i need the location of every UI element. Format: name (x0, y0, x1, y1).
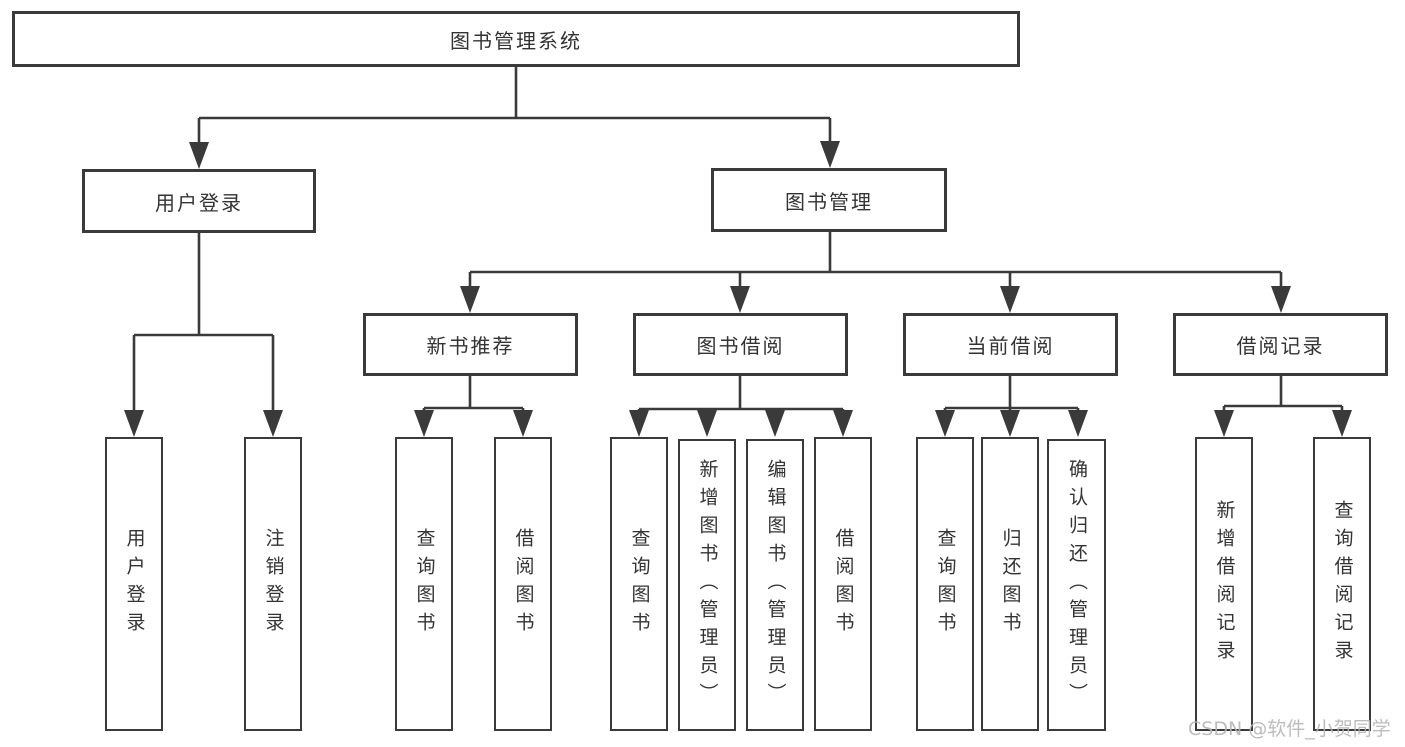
node-label: 用户登录 (155, 190, 243, 215)
node-current-borrow: 当前借阅 (903, 313, 1118, 376)
arrow-down-icon (765, 410, 785, 437)
node-label: 编辑图书（管理员） (764, 459, 787, 711)
node-leaf-borrow-book-1: 借阅图书 (494, 437, 552, 731)
node-leaf-query-book-2: 查询图书 (610, 437, 668, 731)
connector-user-login (132, 233, 275, 414)
node-label: 查询图书 (413, 528, 436, 640)
node-leaf-add-book-admin: 新增图书（管理员） (678, 439, 736, 731)
arrow-down-icon (263, 410, 283, 437)
connector-book-management (468, 232, 1283, 291)
connector-root (197, 67, 832, 146)
connector-book-borrow (637, 376, 845, 415)
node-label: 图书管理系统 (450, 28, 582, 53)
node-new-book-recommend: 新书推荐 (363, 313, 578, 376)
arrow-down-icon (730, 286, 750, 313)
node-label: 借阅图书 (832, 528, 855, 640)
node-library-management-system: 图书管理系统 (12, 11, 1020, 67)
csdn-watermark: CSDN @软件_小贺同学 (1188, 718, 1391, 740)
node-label: 新书推荐 (426, 334, 515, 358)
node-user-login: 用户登录 (82, 169, 316, 233)
arrow-down-icon (414, 410, 434, 437)
node-label: 查询借阅记录 (1331, 500, 1354, 668)
node-borrow-record: 借阅记录 (1173, 313, 1388, 376)
node-label: 查询图书 (628, 528, 651, 640)
node-leaf-return-book: 归还图书 (981, 437, 1039, 731)
arrow-down-icon (1000, 286, 1020, 313)
arrow-down-icon (1000, 410, 1020, 437)
node-label: 归还图书 (999, 528, 1022, 640)
node-leaf-user-login: 用户登录 (105, 437, 163, 731)
node-leaf-confirm-return-admin: 确认归还（管理员） (1047, 439, 1106, 731)
node-label: 借阅图书 (512, 528, 535, 640)
arrow-down-icon (629, 410, 649, 437)
arrow-down-icon (820, 141, 840, 168)
arrow-down-icon (189, 142, 209, 169)
node-label: 确认归还（管理员） (1066, 459, 1088, 711)
arrow-down-icon (833, 410, 853, 437)
arrow-down-icon (1332, 410, 1352, 437)
node-leaf-query-book-1: 查询图书 (395, 437, 453, 731)
arrow-down-icon (1271, 286, 1291, 313)
node-leaf-add-borrow-record: 新增借阅记录 (1195, 437, 1253, 731)
node-label: 新增图书（管理员） (696, 459, 719, 711)
arrow-down-icon (697, 410, 717, 437)
connector-new-book-recommend (422, 376, 525, 415)
arrow-down-icon (124, 410, 144, 437)
node-leaf-edit-book-admin: 编辑图书（管理员） (746, 439, 804, 731)
node-label: 查询图书 (934, 528, 957, 640)
node-label: 图书借阅 (696, 334, 785, 358)
arrow-down-icon (1068, 410, 1088, 437)
node-label: 当前借阅 (966, 334, 1055, 358)
connector-borrow-record (1222, 376, 1344, 415)
node-label: 图书管理 (785, 189, 873, 214)
arrow-down-icon (513, 410, 533, 437)
node-leaf-logout: 注销登录 (244, 437, 302, 731)
node-book-borrow: 图书借阅 (633, 313, 848, 376)
node-leaf-borrow-book-2: 借阅图书 (814, 437, 872, 731)
arrow-down-icon (935, 410, 955, 437)
node-book-management: 图书管理 (711, 168, 947, 232)
node-label: 注销登录 (262, 528, 285, 640)
arrow-down-icon (460, 286, 480, 313)
arrow-down-icon (1214, 410, 1234, 437)
node-label: 用户登录 (123, 528, 146, 640)
node-leaf-query-borrow-record: 查询借阅记录 (1313, 437, 1371, 731)
node-label: 新增借阅记录 (1213, 500, 1236, 668)
node-leaf-query-book-3: 查询图书 (916, 437, 974, 731)
connector-current-borrow (943, 376, 1080, 415)
node-label: 借阅记录 (1236, 334, 1325, 358)
